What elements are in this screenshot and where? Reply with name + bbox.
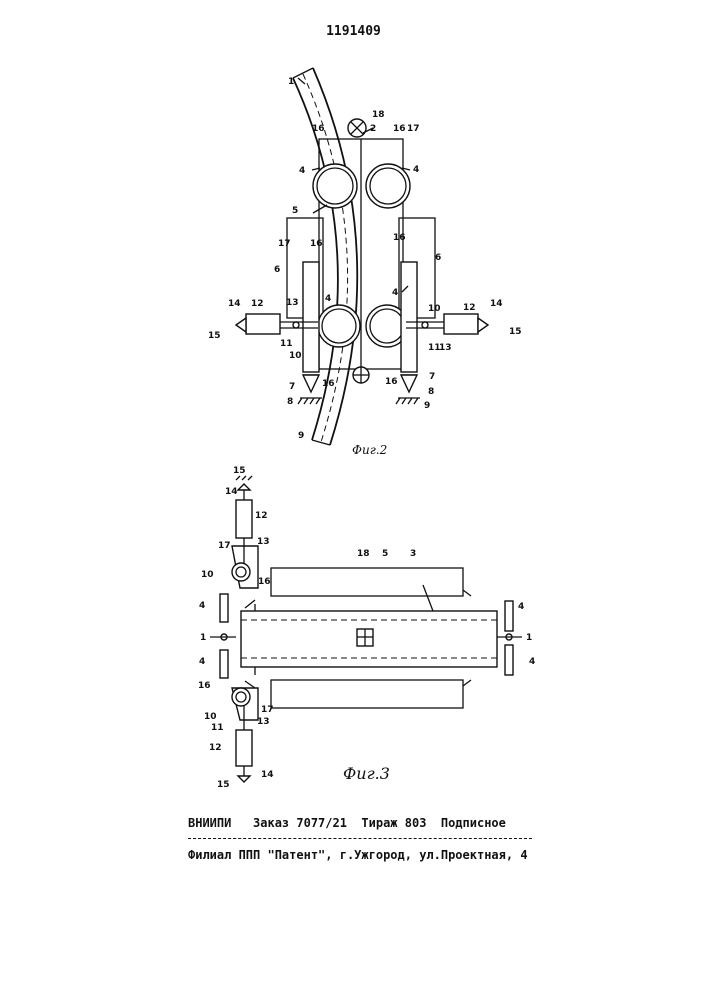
fig2-label-14a: 14 bbox=[228, 299, 241, 309]
fig3-label-4c: 4 bbox=[518, 602, 524, 612]
fig2-label-9a: 9 bbox=[298, 431, 304, 441]
roll-top-right bbox=[366, 164, 410, 208]
fig3-label-13a: 13 bbox=[257, 537, 270, 547]
actuator-right bbox=[444, 314, 478, 334]
fig2-label-8b: 8 bbox=[428, 387, 434, 397]
fig3-label-1a: 1 bbox=[200, 633, 206, 643]
hydraulic-cylinder-right bbox=[401, 262, 417, 372]
hydraulic-cylinder-left bbox=[303, 262, 319, 372]
imprint-divider bbox=[188, 838, 532, 839]
fig3-label-10b: 10 bbox=[204, 712, 217, 722]
fig2-label-12a: 12 bbox=[251, 299, 264, 309]
fig2-label-12b: 12 bbox=[463, 303, 476, 313]
figure-2: 1 2 4 4 4 4 5 6 6 7 7 8 8 9 9 10 10 11 1… bbox=[208, 68, 522, 457]
fig2-label-6b: 6 bbox=[435, 253, 441, 263]
fig2-label-2: 2 bbox=[370, 124, 376, 134]
fig2-label-4b: 4 bbox=[413, 165, 419, 175]
housing-top bbox=[271, 568, 463, 596]
fig3-label-17b: 17 bbox=[261, 705, 274, 715]
fig3-label-15a: 15 bbox=[233, 466, 246, 476]
fig3-label-10a: 10 bbox=[201, 570, 214, 580]
roll-right-upper bbox=[505, 601, 513, 631]
fig3-label-11: 11 bbox=[211, 723, 224, 733]
imprint-line-2: Филиал ППП "Патент", г.Ужгород, ул.Проек… bbox=[188, 848, 528, 862]
fig2-label-11a: 11 bbox=[280, 339, 293, 349]
fig2-label-18: 18 bbox=[372, 110, 385, 120]
roll-left-lower bbox=[220, 650, 228, 678]
fig3-label-16a: 16 bbox=[258, 577, 271, 587]
fig3-label-3: 3 bbox=[410, 549, 416, 559]
housing-bottom bbox=[271, 680, 463, 708]
hinge-left bbox=[236, 318, 246, 332]
fig3-label-18: 18 bbox=[357, 549, 370, 559]
fig3-label-14a: 14 bbox=[225, 487, 238, 497]
hinge-lower bbox=[238, 776, 250, 782]
fig3-label-17a: 17 bbox=[218, 541, 231, 551]
actuator-lower bbox=[236, 730, 252, 766]
fig3-label-16b: 16 bbox=[198, 681, 211, 691]
fig2-label-16b: 16 bbox=[393, 124, 406, 134]
fig3-label-4d: 4 bbox=[529, 657, 535, 667]
fig2-label-16f: 16 bbox=[385, 377, 398, 387]
fig2-label-13b: 13 bbox=[439, 343, 452, 353]
fig3-label-12a: 12 bbox=[255, 511, 268, 521]
fig3-label-14b: 14 bbox=[261, 770, 274, 780]
hinge-right bbox=[478, 318, 488, 332]
fig3-caption: Фиг.3 bbox=[343, 764, 390, 783]
imprint-line-1: ВНИИПИ Заказ 7077/21 Тираж 803 Подписное bbox=[188, 816, 506, 830]
fig2-label-5: 5 bbox=[292, 206, 298, 216]
roll-top-left bbox=[313, 164, 357, 208]
fig2-label-4a: 4 bbox=[299, 166, 305, 176]
fig2-label-17b: 17 bbox=[407, 124, 420, 134]
pivot-upper bbox=[232, 563, 250, 581]
fig2-label-8a: 8 bbox=[287, 397, 293, 407]
fig2-label-16a: 16 bbox=[312, 124, 325, 134]
actuator-upper bbox=[236, 500, 252, 538]
cylinder-foot-right bbox=[401, 375, 417, 392]
fig2-label-4d: 4 bbox=[392, 288, 398, 298]
fig2-label-15a: 15 bbox=[208, 331, 221, 341]
pivot-lower bbox=[232, 688, 250, 706]
roll-bottom-left bbox=[318, 305, 360, 347]
fig2-label-7b: 7 bbox=[429, 372, 435, 382]
fig3-label-5: 5 bbox=[382, 549, 388, 559]
actuator-left bbox=[246, 314, 280, 334]
fig3-label-4b: 4 bbox=[199, 657, 205, 667]
fig2-label-16c: 16 bbox=[310, 239, 323, 249]
fig2-label-10a: 10 bbox=[289, 351, 302, 361]
fig2-label-6a: 6 bbox=[274, 265, 280, 275]
fig2-caption: Фиг.2 bbox=[352, 443, 387, 457]
fig3-label-13b: 13 bbox=[257, 717, 270, 727]
cylinder-foot-left bbox=[303, 375, 319, 392]
fig2-label-16d: 16 bbox=[393, 233, 406, 243]
hinge-upper bbox=[238, 484, 250, 490]
fig2-label-4c: 4 bbox=[325, 294, 331, 304]
fig2-label-16e: 16 bbox=[322, 379, 335, 389]
fig3-label-4a: 4 bbox=[199, 601, 205, 611]
fig2-label-10b: 10 bbox=[428, 304, 441, 314]
figure-3: 1 1 3 4 4 4 4 5 10 10 11 12 12 13 13 14 … bbox=[198, 466, 535, 790]
fig2-label-1: 1 bbox=[288, 77, 294, 87]
roll-left-upper bbox=[220, 594, 228, 622]
fig2-label-17a: 17 bbox=[278, 239, 291, 249]
roll-right-lower bbox=[505, 645, 513, 675]
fig2-label-9b: 9 bbox=[424, 401, 430, 411]
fig3-label-15b: 15 bbox=[217, 780, 230, 790]
fig2-label-7a: 7 bbox=[289, 382, 295, 392]
fig3-label-12b: 12 bbox=[209, 743, 222, 753]
fig2-label-15b: 15 bbox=[509, 327, 522, 337]
fig2-label-13a: 13 bbox=[286, 298, 299, 308]
fig2-label-14b: 14 bbox=[490, 299, 503, 309]
fig3-label-1b: 1 bbox=[526, 633, 532, 643]
